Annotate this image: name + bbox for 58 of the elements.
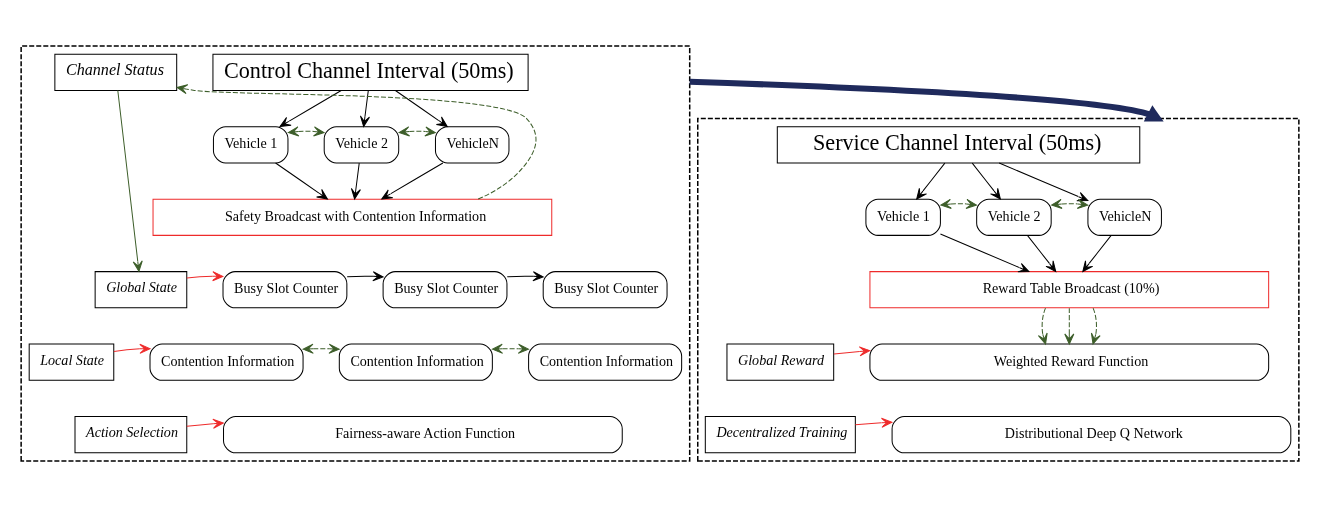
node-box: VehicleN — [1087, 198, 1162, 236]
node-box: Busy Slot Counter — [222, 270, 348, 308]
arrow — [346, 270, 384, 281]
node-box: Service Channel Interval (50ms) — [776, 125, 1141, 163]
arrow — [176, 83, 537, 200]
arrow — [1082, 234, 1112, 272]
arrow — [279, 89, 342, 127]
node-box: Busy Slot Counter — [542, 270, 668, 308]
arrow — [833, 345, 871, 356]
arrow — [381, 162, 444, 199]
arrow — [302, 343, 340, 354]
node-box: Busy Slot Counter — [382, 270, 508, 308]
node-box: Vehicle 1 — [865, 198, 941, 236]
arrow — [350, 162, 361, 200]
node-box: Global State — [94, 270, 188, 308]
arrow — [916, 162, 946, 200]
arrow — [275, 162, 328, 199]
node-box: Fairness-aware Action Function — [223, 415, 623, 453]
node-box: Vehicle 2 — [976, 198, 1052, 236]
node-box: Control Channel Interval (50ms) — [212, 53, 529, 91]
node-box: Global Reward — [726, 343, 835, 381]
node-box: Vehicle 1 — [212, 125, 289, 163]
node-box: Vehicle 2 — [323, 125, 400, 163]
node-box: Reward Table Broadcast (10%) — [869, 270, 1270, 308]
node-box: Local State — [28, 343, 115, 381]
node-box: Channel Status — [54, 53, 178, 91]
arrow — [117, 89, 143, 272]
arrow — [287, 125, 325, 136]
arrow — [506, 270, 544, 281]
cluster — [697, 117, 1300, 462]
node-box: Distributional Deep Q Network — [891, 415, 1292, 453]
node-box: Action Selection — [74, 415, 188, 453]
arrow — [1090, 307, 1101, 345]
arrow — [854, 417, 893, 428]
cluster — [20, 44, 691, 462]
arrow — [939, 233, 1030, 272]
arrow — [1051, 198, 1089, 209]
arrow — [186, 418, 224, 429]
arrow — [113, 343, 151, 354]
node-box: Safety Broadcast with Contention Information — [152, 198, 553, 236]
node-box: Weighted Reward Function — [869, 343, 1270, 381]
arrow — [1027, 234, 1057, 272]
arrow — [394, 89, 448, 127]
arrow — [186, 270, 224, 281]
arrow — [940, 198, 977, 209]
node-box: Decentralized Training — [704, 415, 856, 453]
arrow — [689, 78, 1164, 122]
arrow — [398, 125, 436, 136]
node-box: VehicleN — [434, 125, 510, 163]
arrow — [359, 89, 370, 127]
arrow — [971, 162, 1001, 200]
arrow — [1064, 307, 1075, 345]
node-box: Contention Information — [149, 343, 304, 381]
node-box: Contention Information — [528, 343, 683, 381]
arrow — [491, 343, 529, 354]
node-box: Contention Information — [338, 343, 493, 381]
arrow — [1037, 307, 1048, 345]
arrow — [998, 162, 1089, 201]
